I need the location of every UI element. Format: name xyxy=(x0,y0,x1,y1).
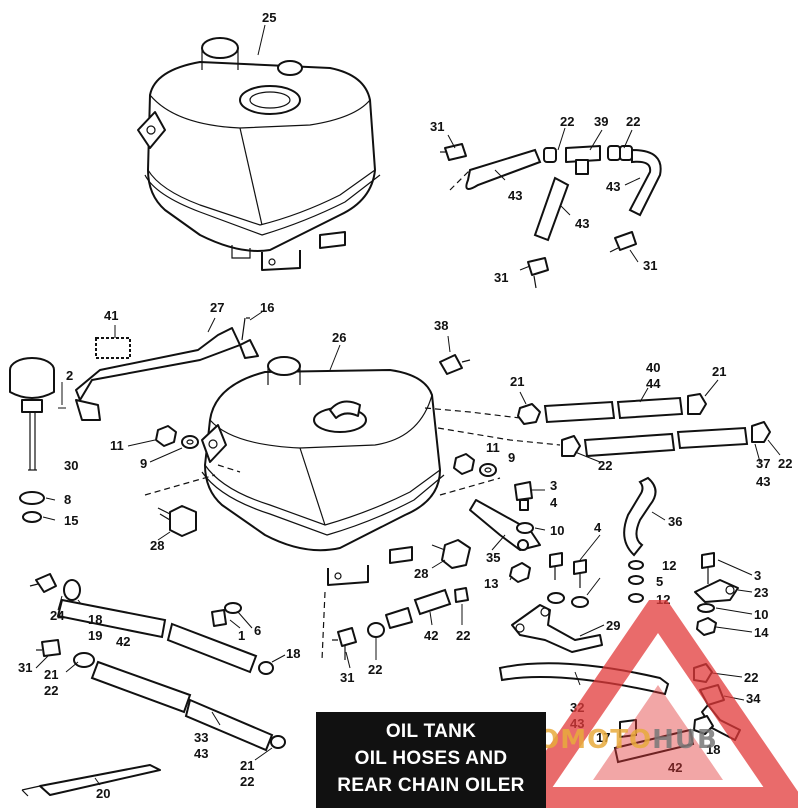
label-43: 43 xyxy=(606,179,620,194)
label-31: 31 xyxy=(340,670,354,685)
right-bolt-stack xyxy=(694,552,753,636)
label-36: 36 xyxy=(668,514,682,529)
label-21: 21 xyxy=(712,364,726,379)
label-22: 22 xyxy=(240,774,254,789)
diagram-title-box: OIL TANK OIL HOSES AND REAR CHAIN OILER xyxy=(316,712,546,808)
label-18: 18 xyxy=(286,646,300,661)
label-11: 11 xyxy=(110,438,124,453)
label-19: 19 xyxy=(88,628,102,643)
watermark-logo-icon xyxy=(506,600,798,808)
label-22: 22 xyxy=(456,628,470,643)
label-18: 18 xyxy=(706,742,720,757)
label-22: 22 xyxy=(368,662,382,677)
label-20: 20 xyxy=(96,786,110,801)
label-31: 31 xyxy=(643,258,657,273)
label-4: 4 xyxy=(594,520,602,535)
label-21: 21 xyxy=(240,758,254,773)
label-28: 28 xyxy=(150,538,164,553)
main-oil-tank xyxy=(144,344,561,661)
label-11: 11 xyxy=(486,440,500,455)
label-22: 22 xyxy=(778,456,792,471)
label-42: 42 xyxy=(668,760,682,775)
label-26: 26 xyxy=(332,330,346,345)
label-23: 23 xyxy=(754,585,768,600)
label-18: 18 xyxy=(88,612,102,627)
label-22: 22 xyxy=(626,114,640,129)
label-10: 10 xyxy=(754,607,768,622)
label-13: 13 xyxy=(484,576,498,591)
label-8: 8 xyxy=(64,492,71,507)
label-24: 24 xyxy=(50,608,65,623)
label-43: 43 xyxy=(194,746,208,761)
rubber-mounts xyxy=(157,505,471,569)
label-38: 38 xyxy=(434,318,448,333)
label-27: 27 xyxy=(210,300,224,315)
label-10: 10 xyxy=(550,523,564,538)
label-15: 15 xyxy=(64,513,78,528)
label-22: 22 xyxy=(598,458,612,473)
center-bottom-fittings xyxy=(332,587,469,669)
label-28: 28 xyxy=(414,566,428,581)
upper-oil-tank xyxy=(137,24,381,271)
label-42: 42 xyxy=(424,628,438,643)
label-29: 29 xyxy=(606,618,620,633)
label-42: 42 xyxy=(116,634,130,649)
label-30: 30 xyxy=(64,458,78,473)
title-line-1: OIL TANK xyxy=(385,721,477,742)
label-31: 31 xyxy=(18,660,32,675)
label-12: 12 xyxy=(662,558,676,573)
label-31: 31 xyxy=(494,270,508,285)
label-17: 17 xyxy=(596,730,610,745)
label-21: 21 xyxy=(510,374,524,389)
watermark-moto: MOTO xyxy=(560,725,653,755)
right-middle-hoses xyxy=(517,379,781,463)
top-hose-group xyxy=(440,127,662,289)
label-3: 3 xyxy=(550,478,557,493)
title-line-2: OIL HOSES AND xyxy=(354,748,508,769)
bolts-and-hose-36 xyxy=(547,476,666,608)
label-25: 25 xyxy=(262,10,276,25)
label-2: 2 xyxy=(66,368,73,383)
label-41: 41 xyxy=(104,308,118,323)
label-40: 40 xyxy=(646,360,660,375)
label-34: 34 xyxy=(746,691,761,706)
label-35: 35 xyxy=(486,550,500,565)
lower-left-hoses xyxy=(21,573,286,797)
label-4: 4 xyxy=(550,495,558,510)
label-22: 22 xyxy=(44,683,58,698)
watermark-hub: HUB xyxy=(652,725,718,755)
label-16: 16 xyxy=(260,300,274,315)
label-6: 6 xyxy=(254,623,261,638)
label-9: 9 xyxy=(508,450,515,465)
label-9: 9 xyxy=(140,456,147,471)
center-bracket xyxy=(469,481,546,583)
label-43: 43 xyxy=(575,216,589,231)
label-43: 43 xyxy=(508,188,522,203)
label-14: 14 xyxy=(754,625,769,640)
small-fittings-left xyxy=(127,335,497,477)
label-39: 39 xyxy=(594,114,608,129)
label-43: 43 xyxy=(756,474,770,489)
label-44: 44 xyxy=(646,376,661,391)
label-21: 21 xyxy=(44,667,58,682)
label-31: 31 xyxy=(430,119,444,134)
label-22: 22 xyxy=(560,114,574,129)
label-3: 3 xyxy=(754,568,761,583)
dipstick xyxy=(9,357,66,523)
title-line-3: REAR CHAIN OILER xyxy=(337,775,525,796)
label-33: 33 xyxy=(194,730,208,745)
label-22: 22 xyxy=(744,670,758,685)
label-5: 5 xyxy=(656,574,663,589)
part-labels: 25 31 22 39 22 43 43 43 31 31 41 27 16 3… xyxy=(18,10,792,801)
label-1: 1 xyxy=(238,628,245,643)
label-37: 37 xyxy=(756,456,770,471)
tank-bracket-group xyxy=(75,311,263,421)
